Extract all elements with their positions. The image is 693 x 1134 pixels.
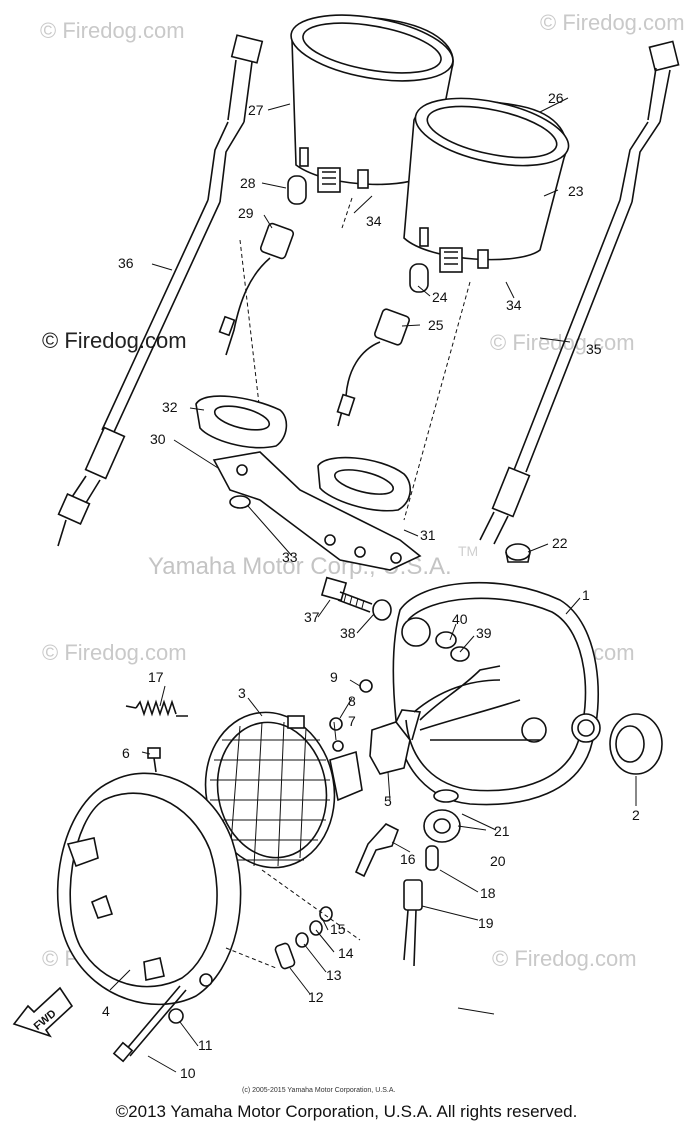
- part-label-9: 9: [330, 669, 338, 685]
- part-label-27: 27: [248, 102, 264, 118]
- part-label-15: 15: [330, 921, 346, 937]
- bulb-18: [425, 845, 439, 871]
- leader-lines: [109, 97, 637, 1073]
- alignment-line: [239, 239, 263, 431]
- part-label-21: 21: [494, 823, 510, 839]
- alignment-line: [341, 197, 471, 521]
- washer-14: [309, 920, 323, 936]
- screw-8: [329, 717, 343, 731]
- screw-7: [332, 740, 344, 752]
- part-label-29: 29: [238, 205, 254, 221]
- washer-13: [295, 932, 309, 948]
- headlight-shell: [392, 581, 601, 806]
- part-label-11: 11: [198, 1037, 213, 1053]
- part-label-23: 23: [568, 183, 584, 199]
- part-label-36: 36: [118, 255, 134, 271]
- part-label-16: 16: [400, 851, 416, 867]
- part-label-10: 10: [180, 1065, 196, 1081]
- part-label-24: 24: [432, 289, 448, 305]
- headlight-rim: [56, 772, 242, 1006]
- part-label-25: 25: [428, 317, 444, 333]
- part-label-group: 1 2 3 4 5 6 7 8 9 10 11 12 13 14 15 16 1…: [102, 90, 640, 1081]
- part-label-19: 19: [478, 915, 494, 931]
- part-label-26: 26: [548, 90, 564, 106]
- part-label-22: 22: [552, 535, 568, 551]
- part-20: [423, 809, 461, 843]
- part-label-34: 34: [366, 213, 382, 229]
- part-label-40: 40: [452, 611, 468, 627]
- watermark-trademark: TM: [458, 543, 478, 559]
- watermark-left-lower: © Firedog.com: [42, 640, 187, 665]
- screw-9: [359, 679, 373, 693]
- grommet-22: [505, 543, 531, 563]
- part-label-30: 30: [150, 431, 166, 447]
- part-label-6: 6: [122, 745, 130, 761]
- washer-38: [372, 599, 392, 621]
- screw-6: [147, 747, 161, 773]
- watermark-left-mid: © Firedog.com: [42, 328, 187, 353]
- spring-17: [125, 699, 188, 717]
- left-meter-cable: [57, 34, 264, 547]
- credit-line: (c) 2005-2015 Yamaha Motor Corporation, …: [242, 1087, 395, 1094]
- part-label-3: 3: [238, 685, 246, 701]
- part-label-34: 34: [506, 297, 522, 313]
- part-label-20: 20: [490, 853, 506, 869]
- part-label-13: 13: [326, 967, 342, 983]
- watermark-top-right: © Firedog.com: [540, 10, 685, 35]
- watermark-right-bottom: © Firedog.com: [492, 946, 637, 971]
- part-21: [433, 789, 459, 803]
- right-meter-cable: [479, 40, 680, 545]
- watermark-right-mid: © Firedog.com: [490, 330, 635, 355]
- part-label-39: 39: [476, 625, 492, 641]
- part-label-8: 8: [348, 693, 356, 709]
- part-label-2: 2: [632, 807, 640, 823]
- nut-15: [319, 906, 333, 922]
- connector-5: [369, 709, 422, 775]
- bulb-and-socket-left: [218, 175, 307, 356]
- part-label-17: 17: [148, 669, 164, 685]
- socket-19: [403, 879, 423, 967]
- part-label-37: 37: [304, 609, 320, 625]
- part-label-4: 4: [102, 1003, 110, 1019]
- part-label-33: 33: [282, 549, 298, 565]
- grommet-2: [609, 713, 663, 775]
- spacer-12: [274, 942, 296, 970]
- part-40: [435, 631, 457, 649]
- part-label-12: 12: [308, 989, 324, 1005]
- meter-bracket-30: [212, 451, 422, 571]
- meter-right: [403, 97, 570, 273]
- bolt-37: [320, 576, 373, 613]
- part-label-31: 31: [420, 527, 436, 543]
- sealed-beam-unit: [204, 711, 363, 869]
- part-label-7: 7: [348, 713, 356, 729]
- part-label-18: 18: [480, 885, 496, 901]
- meter-base-32: [195, 395, 288, 449]
- copyright-footer: ©2013 Yamaha Motor Corporation, U.S.A. A…: [115, 1102, 578, 1121]
- part-label-5: 5: [384, 793, 392, 809]
- clamp-16: [354, 823, 400, 878]
- fwd-arrow: FWD: [12, 986, 74, 1038]
- alignment-line: [225, 869, 361, 969]
- part-label-35: 35: [586, 341, 602, 357]
- nut-11: [168, 1008, 184, 1024]
- bolt-10: [112, 985, 187, 1063]
- part-label-32: 32: [162, 399, 178, 415]
- watermark-top-left: © Firedog.com: [40, 18, 185, 43]
- damper-33: [229, 495, 251, 509]
- part-label-14: 14: [338, 945, 354, 961]
- bulb-and-socket-right: [336, 263, 429, 427]
- part-label-1: 1: [582, 587, 590, 603]
- part-label-38: 38: [340, 625, 356, 641]
- meter-base-31: [317, 456, 411, 512]
- part-39: [450, 646, 470, 662]
- part-label-28: 28: [240, 175, 256, 191]
- wiring-harness: [413, 665, 540, 741]
